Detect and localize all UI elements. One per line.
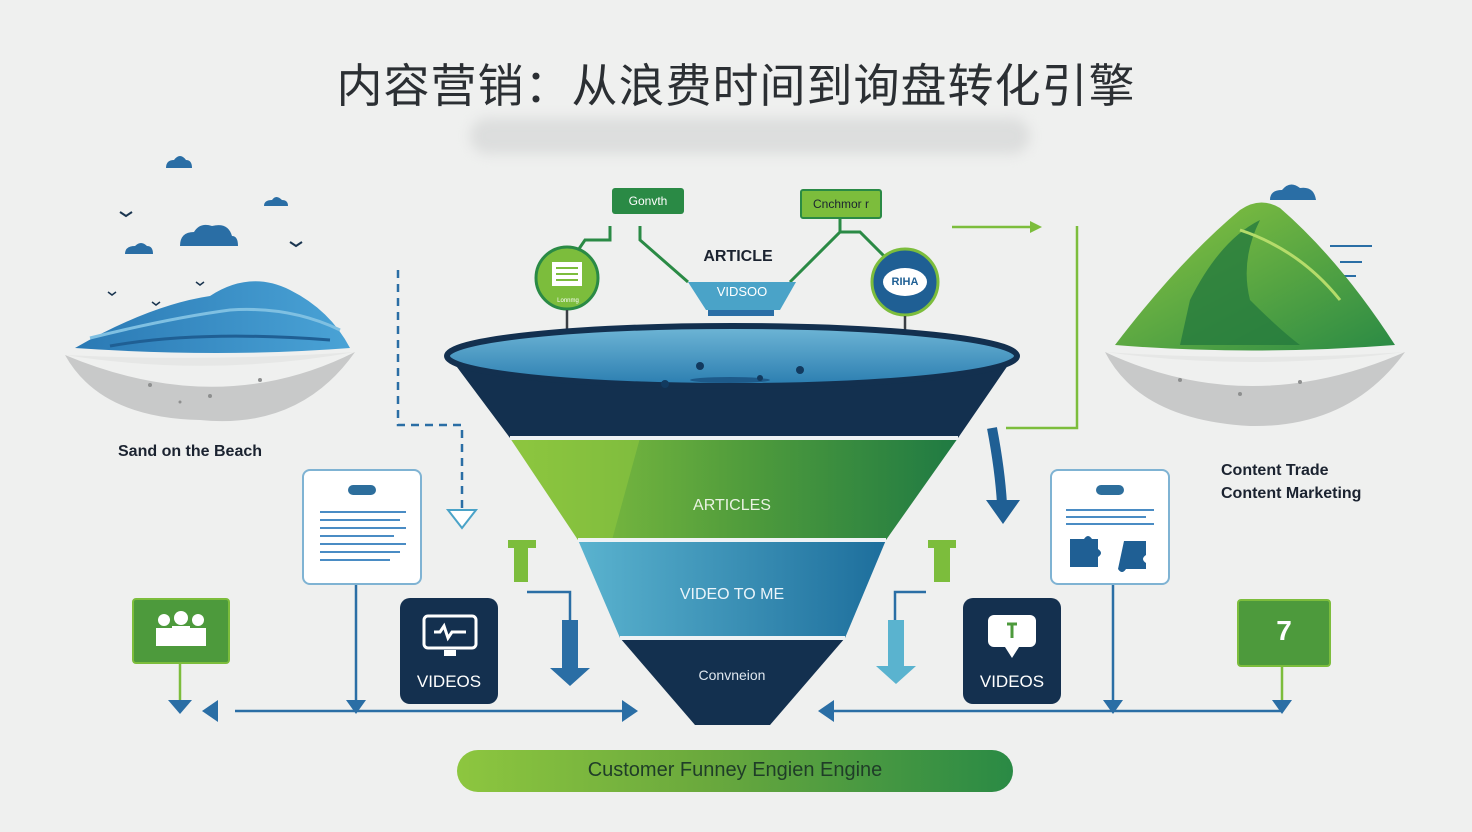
left-top-cloud [166,156,192,168]
team-icon [156,611,206,646]
right-caption-line1: Content Trade [1221,462,1329,479]
article-label: ARTICLE [703,248,773,265]
growth-tag: Gonvth [612,188,684,214]
chat-monitor-icon [988,615,1036,658]
funnel-tier-articles: ARTICLES [693,497,771,514]
beach-landscape [65,156,355,422]
badge-number: 7 [1276,615,1292,646]
customer-tag: Cnchmor r [800,189,882,219]
right-caption-line2: Content Marketing [1221,485,1362,502]
puzzle-icon [1070,536,1146,572]
left-video-label: VIDEOS [416,672,482,691]
left-article-card [302,469,422,585]
left-caption: Sand on the Beach [118,443,263,460]
blurred-subtitle [470,118,1030,154]
left-video-tile: VIDEOS [400,598,498,704]
right-cup-icon [928,540,956,582]
right-circle-text: RIHA [891,276,919,288]
left-far-cloud [264,197,288,206]
right-video-tile: VIDEOS [963,598,1061,704]
monitor-icon [422,614,478,656]
top-bowl [688,282,796,310]
right-video-label: VIDEOS [979,672,1045,691]
funnel-tier-conversion: Convneion [698,667,766,683]
funnel [444,323,1020,725]
left-circle-caption: Lonnmg [557,298,579,304]
left-cup-icon [508,540,536,582]
card-pill [1096,485,1124,495]
left-small-cloud [125,243,153,254]
engine-banner: Customer Funney Engien Engine [457,750,1013,792]
video-label: VIDSOO [716,284,768,299]
number-badge: 7 [1237,599,1331,667]
funnel-tier-video: VIDEO TO ME [679,586,785,603]
right-cloud [1270,184,1316,200]
right-article-card [1050,469,1170,585]
left-cloud [180,224,238,246]
card-pill [348,485,376,495]
mountain-landscape [1105,184,1405,427]
team-badge [132,598,230,664]
engine-banner-label: Customer Funney Engien Engine [587,759,883,781]
page-title: 内容营销：从浪费时间到询盘转化引擎 [336,59,1136,113]
